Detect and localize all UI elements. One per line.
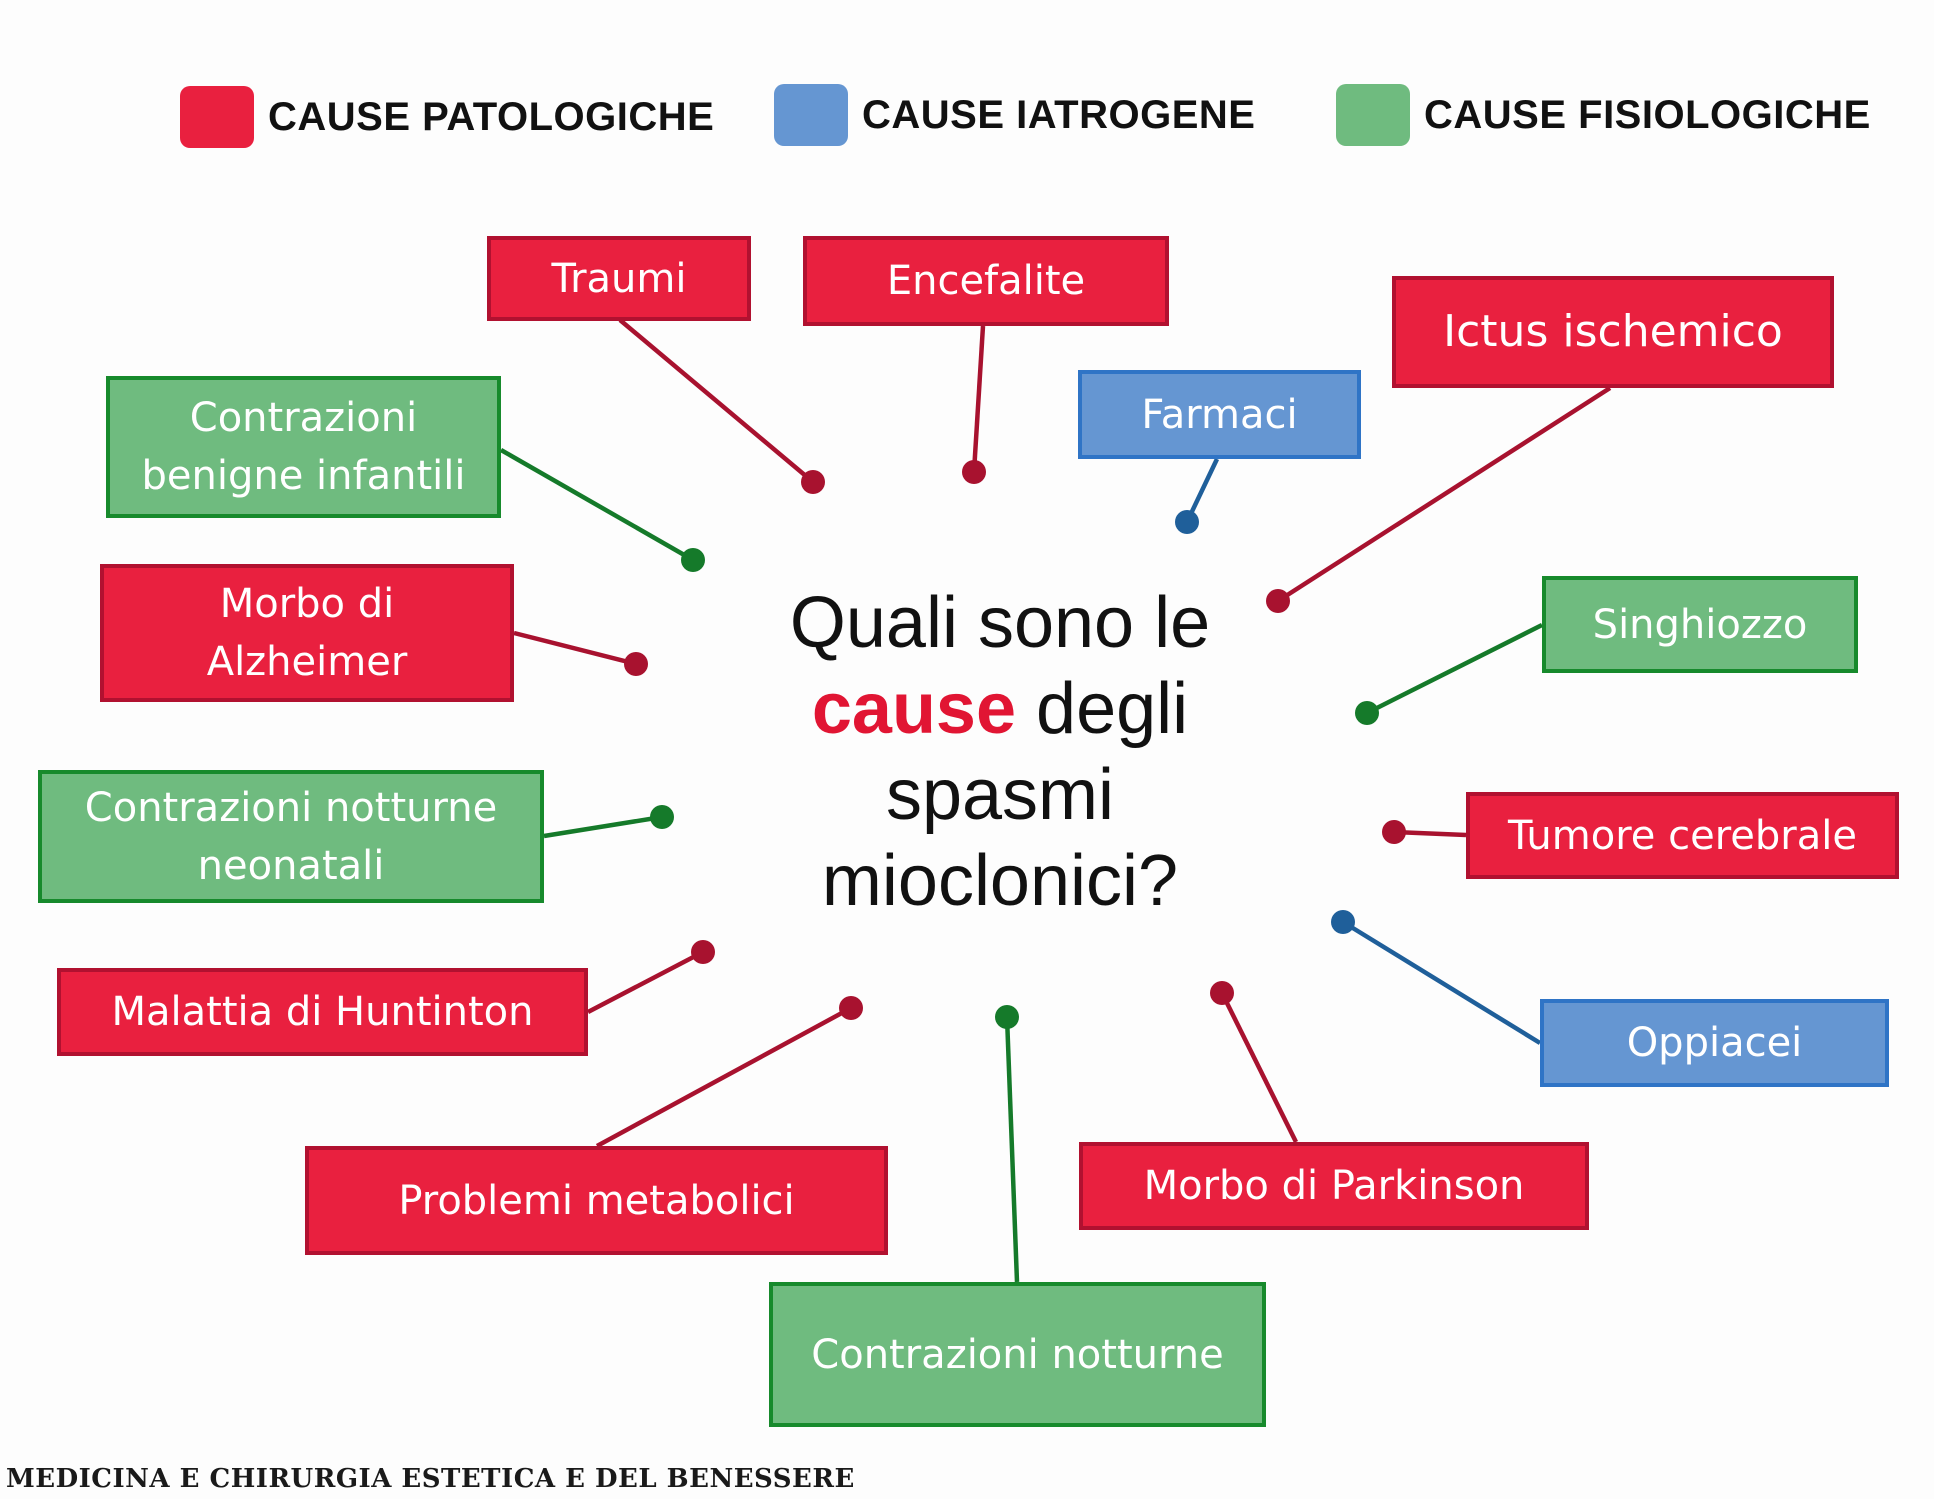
connector-line-encefalite [971,325,986,473]
central-question: Quali sono le cause degli spasmi mioclon… [740,580,1260,924]
node-morbo-di-alzheimer: Morbo di Alzheimer [100,564,514,702]
connector-dot-ictus [1266,589,1290,613]
footer-credit: MEDICINA E CHIRURGIA ESTETICA E DEL BENE… [6,1464,855,1494]
connector-line-oppiacei [1341,920,1542,1045]
connector-line-huntinton [586,950,705,1014]
node-malattia-di-huntinton: Malattia di Huntinton [57,968,588,1056]
central-question-line-1: Quali sono le [789,583,1211,663]
legend-label-iatrogene: CAUSE IATROGENE [862,92,1256,137]
central-question-line-2-rest: degli [1016,669,1189,749]
node-tumore-cerebrale: Tumore cerebrale [1466,792,1899,879]
legend-label-patologiche: CAUSE PATOLOGICHE [268,94,715,139]
connector-dot-alzheimer [624,652,648,676]
legend-item-fisiologiche: CAUSE FISIOLOGICHE [1336,84,1871,146]
node-contrazioni-benigne-infantili: Contrazioni benigne infantili [106,376,501,518]
legend-swatch-patologiche [180,86,254,148]
node-singhiozzo: Singhiozzo [1542,576,1858,673]
connector-line-contrazioni-notturne [1004,1016,1020,1283]
connector-dot-tumore [1382,820,1406,844]
node-contrazioni-notturne-neonatali: Contrazioni notturne neonatali [38,770,544,903]
connector-line-alzheimer [513,630,637,667]
legend-item-patologiche: CAUSE PATOLOGICHE [180,86,714,148]
connector-dot-contrazioni-neonatali [650,805,674,829]
node-ictus-ischemico: Ictus ischemico [1392,276,1834,388]
connector-line-contrazioni-neonatali [543,814,663,839]
central-question-highlight: cause [811,669,1017,749]
connector-line-parkinson [1219,991,1299,1144]
central-question-line-3: spasmi [885,755,1115,835]
connector-dot-oppiacei [1331,910,1355,934]
connector-dot-parkinson [1210,981,1234,1005]
connector-dot-metabolici [839,996,863,1020]
connector-line-ictus [1276,386,1612,603]
node-problemi-metabolici: Problemi metabolici [305,1146,888,1255]
connector-line-traumi [618,318,815,484]
central-question-line-2: cause degli [740,666,1260,752]
legend-item-iatrogene: CAUSE IATROGENE [774,84,1255,146]
connector-dot-singhiozzo [1355,701,1379,725]
node-contrazioni-notturne: Contrazioni notturne [769,1282,1266,1427]
connector-dot-encefalite [962,460,986,484]
connector-dot-huntinton [691,940,715,964]
legend-swatch-iatrogene [774,84,848,146]
node-encefalite: Encefalite [803,236,1169,326]
connector-dot-contrazioni-notturne [995,1005,1019,1029]
node-oppiacei: Oppiacei [1540,999,1889,1087]
connector-dot-contrazioni-benigne [681,548,705,572]
legend-label-fisiologiche: CAUSE FISIOLOGICHE [1424,92,1871,137]
node-morbo-di-parkinson: Morbo di Parkinson [1079,1142,1589,1230]
node-farmaci: Farmaci [1078,370,1361,459]
connector-line-metabolici [595,1006,853,1148]
central-question-line-4: mioclonici? [821,841,1179,921]
connector-line-tumore [1393,829,1467,838]
connector-dot-traumi [801,470,825,494]
legend-swatch-fisiologiche [1336,84,1410,146]
connector-dot-farmaci [1175,510,1199,534]
connector-line-contrazioni-benigne [499,448,695,562]
connector-line-singhiozzo [1365,622,1544,716]
node-traumi: Traumi [487,236,751,321]
